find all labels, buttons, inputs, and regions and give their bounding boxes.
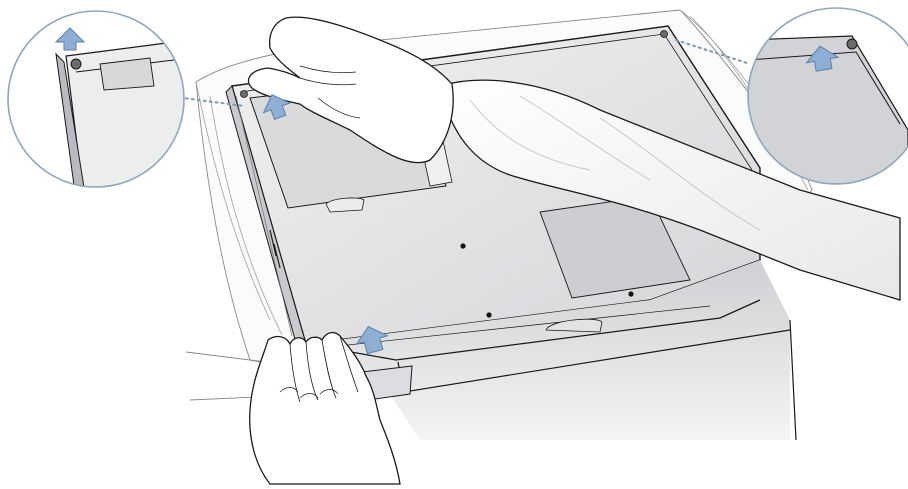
detail-callout-left [8,11,190,200]
